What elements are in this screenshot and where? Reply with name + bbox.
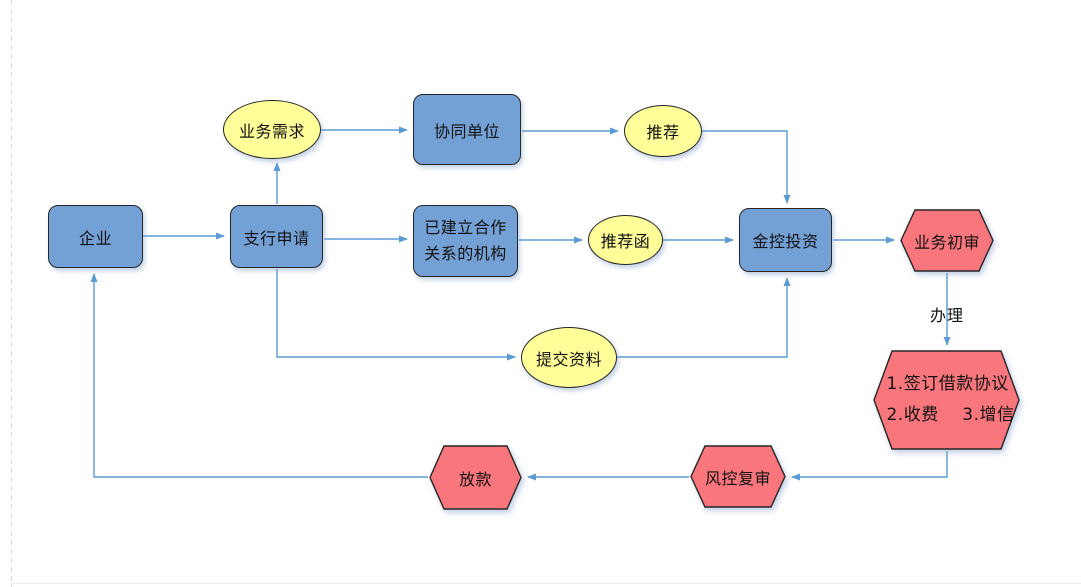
node-disburse-loan-label: 放款 (458, 469, 492, 489)
node-partner-institution-label: 已建立合作 关系的机构 (424, 215, 507, 268)
node-business-demand: 业务需求 (223, 100, 321, 159)
node-jinkong-investment-label: 金控投资 (752, 232, 819, 251)
node-sign-agreement-label: 1.签订借款协议 2.收费 3.增信 (878, 369, 1014, 430)
node-collaborating-unit-label: 协同单位 (433, 121, 500, 141)
node-submit-materials-label: 提交资料 (535, 349, 602, 369)
node-sign-agreement: 1.签订借款协议 2.收费 3.增信 (873, 350, 1020, 450)
node-collaborating-unit: 协同单位 (413, 94, 521, 165)
page-boundary-vertical (11, 0, 12, 587)
node-recommendation-letter: 推荐函 (588, 215, 663, 265)
node-partner-institution: 已建立合作 关系的机构 (413, 205, 518, 277)
edge-submit-to-jinkong (617, 277, 791, 358)
node-branch-application: 支行申请 (230, 205, 323, 268)
node-disburse-loan: 放款 (429, 445, 522, 510)
node-risk-review: 风控复审 (690, 445, 786, 508)
node-enterprise: 企业 (48, 205, 143, 268)
node-enterprise-label: 企业 (78, 228, 112, 248)
edge-label-handle: 办理 (929, 306, 964, 325)
edge-recommendation-to-jinkong (702, 130, 791, 204)
hexagon-shape (690, 445, 786, 508)
hexagon-shape (429, 445, 522, 510)
node-business-initial-review: 业务初审 (900, 209, 994, 272)
hexagon-shape (900, 209, 994, 272)
edge-disburse-to-enterprise (90, 273, 428, 478)
node-partner-institution-line2: 关系的机构 (424, 244, 507, 263)
node-risk-review-label: 风控复审 (704, 468, 771, 488)
node-sign-agreement-line2: 2.收费 3.增信 (886, 405, 1015, 425)
node-recommendation-letter-label: 推荐函 (600, 232, 651, 251)
hexagon-outline (690, 445, 786, 508)
node-recommendation: 推荐 (624, 105, 702, 157)
node-submit-materials: 提交资料 (521, 327, 617, 388)
page-boundary-horizontal (11, 583, 1081, 584)
node-partner-institution-line1: 已建立合作 (424, 217, 507, 237)
node-jinkong-investment: 金控投资 (739, 208, 832, 272)
hexagon-outline (429, 445, 522, 510)
node-business-initial-review-label: 业务初审 (913, 232, 980, 252)
edge-agreement-to-risk-review (791, 451, 948, 481)
hexagon-shape (873, 350, 1020, 450)
node-branch-application-label: 支行申请 (243, 228, 310, 248)
node-business-demand-label: 业务需求 (238, 121, 305, 141)
node-sign-agreement-line1: 1.签订借款协议 (886, 374, 1009, 395)
hexagon-outline (900, 209, 994, 272)
edge-branch-to-submit (276, 269, 516, 361)
node-recommendation-label: 推荐 (646, 123, 680, 142)
hexagon-outline (873, 350, 1020, 450)
